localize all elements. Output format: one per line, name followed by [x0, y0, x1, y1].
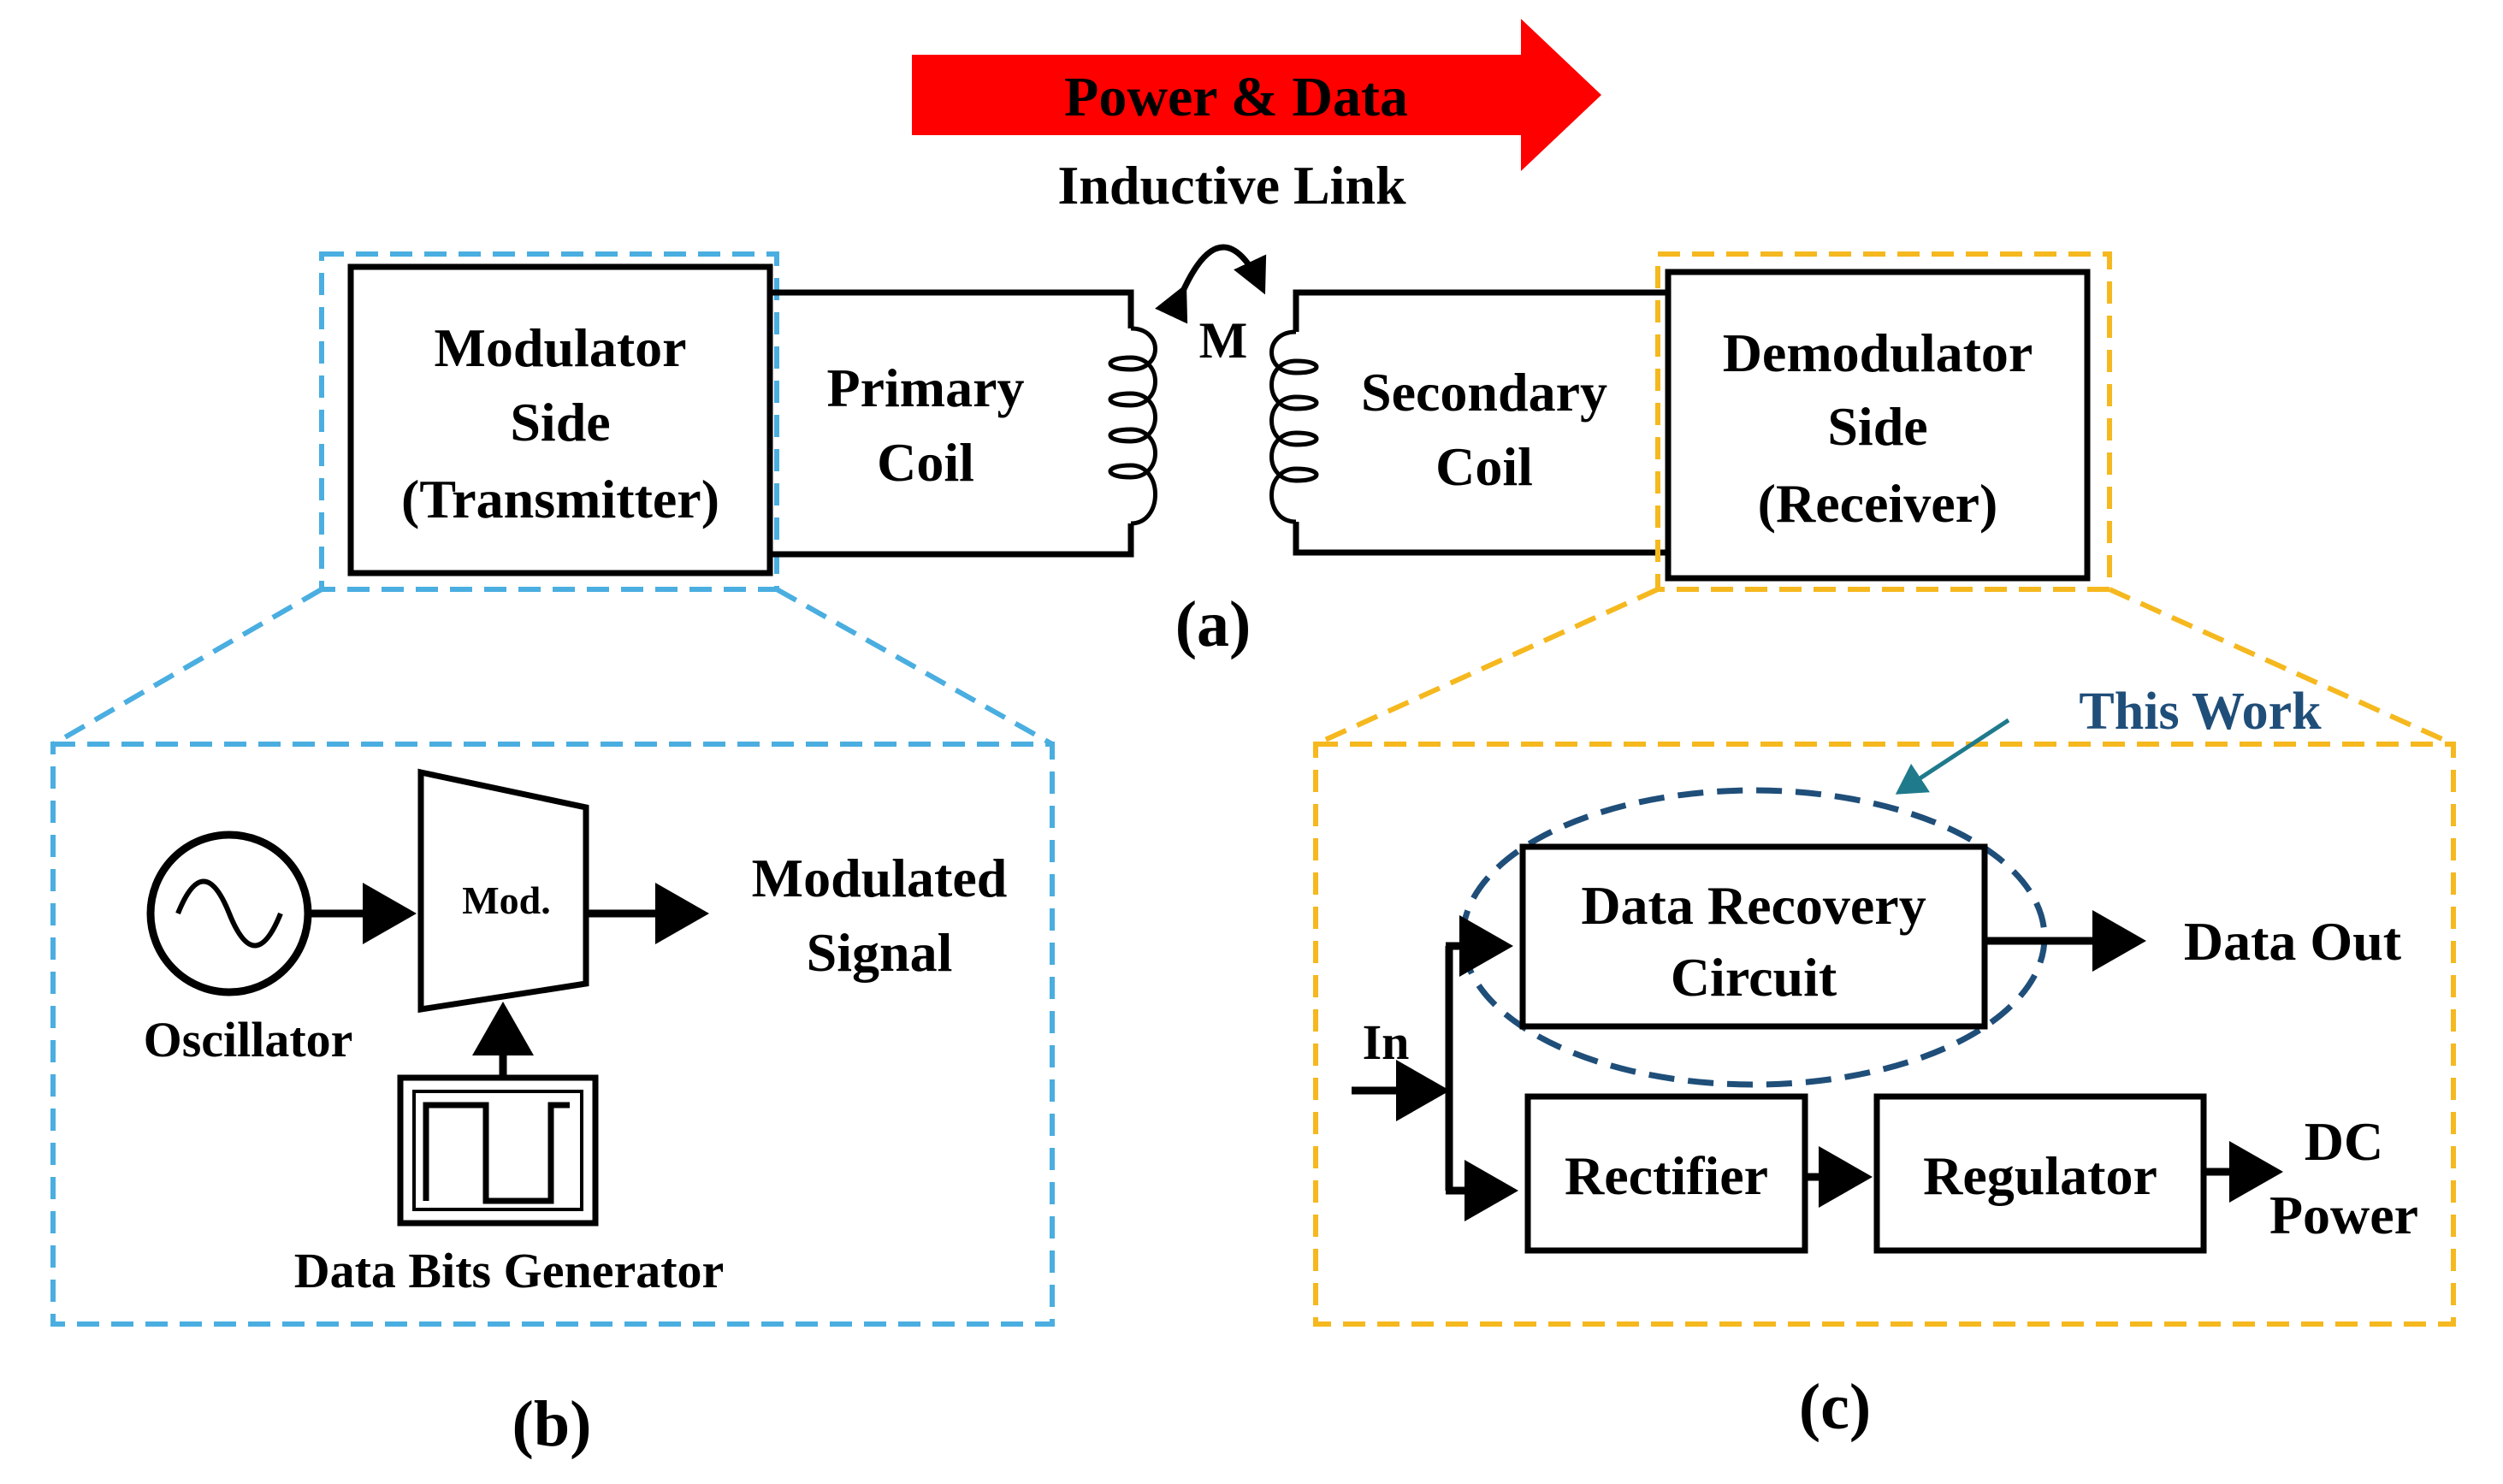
transmitter-detail-panel	[50, 742, 1055, 1327]
power-data-label: Power & Data	[1064, 66, 1408, 128]
data-out-label: Data Out	[2184, 911, 2402, 972]
modulator-block	[417, 768, 589, 1014]
caption-c: (c)	[1799, 1371, 1871, 1443]
regulator-label: Regulator	[1923, 1145, 2157, 1206]
transmitter-highlight	[319, 251, 779, 592]
oscillator-label: Oscillator	[144, 1012, 353, 1067]
demodulator-side-line2: Side	[1827, 396, 1927, 457]
modulator-side-box	[347, 263, 773, 576]
demodulator-side-line3: (Receiver)	[1758, 473, 1998, 534]
primary-coil-line1: Primary	[827, 358, 1025, 418]
rectifier-label: Rectifier	[1565, 1145, 1768, 1206]
coupling-arrow	[1155, 244, 1267, 324]
input-wiring	[1352, 915, 1518, 1221]
secondary-coil-line2: Coil	[1435, 436, 1533, 497]
receiver-highlight	[1655, 251, 2112, 592]
secondary-coil-loop	[1293, 289, 1668, 556]
demodulator-side-box	[1665, 269, 2091, 582]
data-recovery-line1: Data Recovery	[1581, 875, 1926, 936]
power-data-arrow: Power & Data	[912, 19, 1601, 171]
demodulator-side-line1: Demodulator	[1723, 322, 2033, 383]
modulator-label: Mod.	[462, 878, 551, 922]
dc-power-line1: DC	[2305, 1111, 2383, 1172]
data-bits-generator-label: Data Bits Generator	[294, 1243, 725, 1298]
modulator-side-line2: Side	[510, 392, 610, 452]
modulator-side-line3: (Transmitter)	[401, 469, 719, 529]
dc-power-line2: Power	[2269, 1185, 2418, 1245]
secondary-coil-line1: Secondary	[1361, 362, 1607, 423]
modulated-signal-line1: Modulated	[752, 848, 1008, 908]
inductive-link-label: Inductive Link	[1057, 155, 1406, 216]
modulator-side-line1: Modulator	[434, 317, 686, 378]
receiver-zoom-lines	[1314, 587, 2455, 747]
mutual-inductance-label: M	[1199, 312, 1248, 369]
modulated-signal-line2: Signal	[807, 922, 953, 983]
primary-coil-winding	[1108, 326, 1157, 526]
this-work-pointer	[1895, 718, 2010, 795]
data-recovery-circuit-box	[1519, 843, 1988, 1030]
input-label: In	[1363, 1014, 1410, 1070]
this-work-label: This Work	[2079, 683, 2322, 741]
caption-a: (a)	[1175, 588, 1252, 660]
transmitter-zoom-lines	[51, 587, 1054, 747]
receiver-detail-panel	[1313, 742, 2456, 1327]
caption-b: (b)	[512, 1388, 592, 1460]
primary-coil-loop	[770, 289, 1134, 558]
data-recovery-line2: Circuit	[1671, 947, 1837, 1008]
primary-coil-line2: Coil	[877, 432, 974, 493]
secondary-coil-winding	[1269, 329, 1319, 524]
data-bits-generator-symbol	[397, 1074, 599, 1227]
oscillator-symbol	[146, 831, 312, 996]
